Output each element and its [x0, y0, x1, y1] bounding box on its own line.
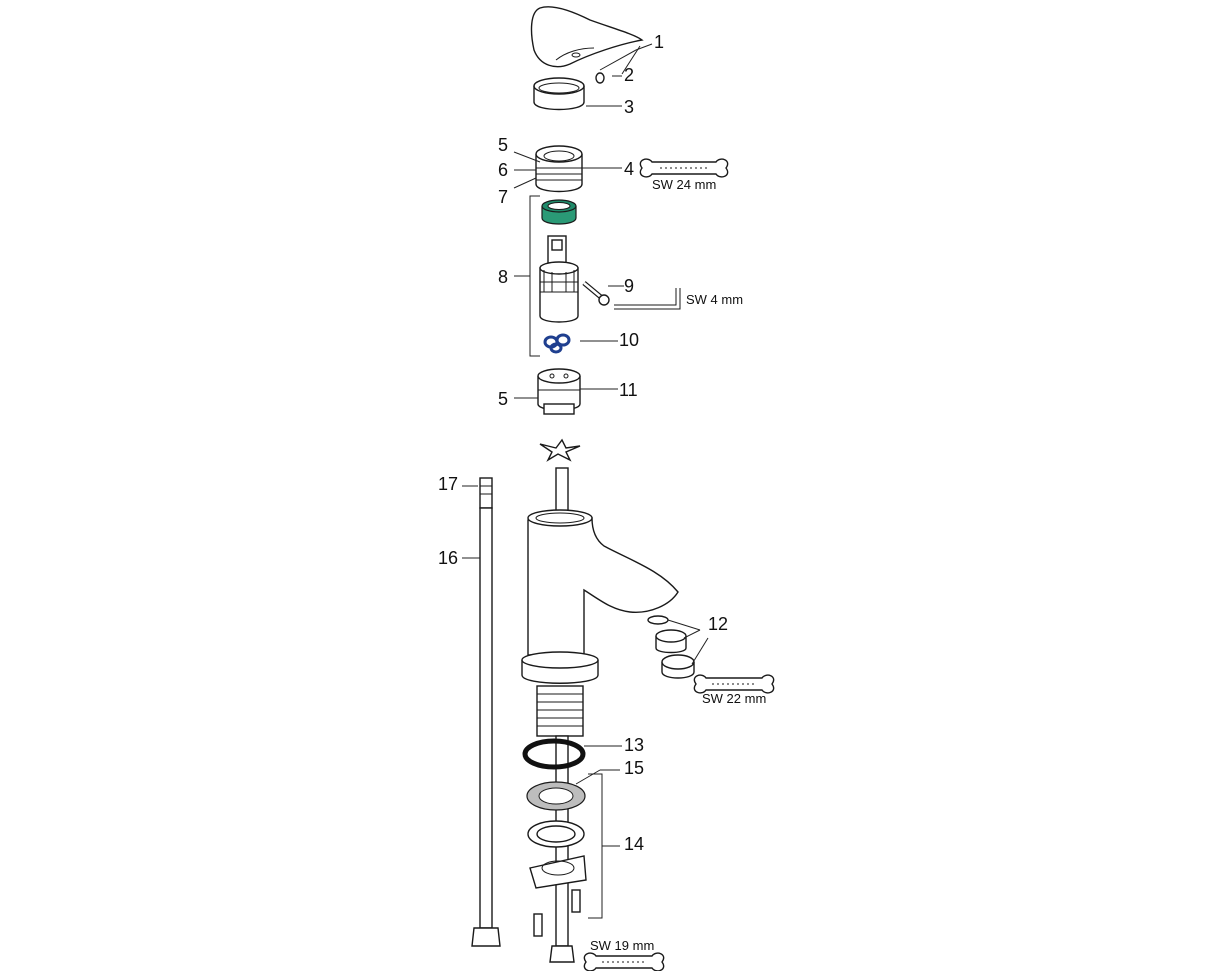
part-faucet-body [521, 467, 679, 963]
part-cartridge [539, 199, 579, 323]
part-o-rings [543, 333, 571, 354]
callout-9: 9 [624, 276, 634, 296]
part-fixing-set [526, 781, 587, 937]
part-valve-insert [537, 368, 581, 415]
callout-10: 10 [619, 330, 639, 350]
callout-13: 13 [624, 735, 644, 755]
hex-key-icon [614, 288, 681, 310]
callout-11: 11 [619, 380, 638, 400]
part-gasket [522, 738, 586, 770]
callout-17: 17 [438, 474, 458, 494]
callout-6: 6 [498, 160, 508, 180]
callout-3: 3 [624, 97, 634, 117]
wrench-19-icon [583, 952, 665, 972]
tool-labels: SW 24 mm SW 4 mm SW 22 mm SW 19 mm [590, 177, 766, 953]
part-bonnet-nut [535, 145, 583, 193]
leader-lines [462, 43, 709, 919]
part-handle-lever [530, 6, 644, 68]
callout-15: 15 [624, 758, 644, 778]
wrench-19-label: SW 19 mm [590, 938, 654, 953]
part-grub-screw [595, 72, 605, 84]
callout-16: 16 [438, 548, 458, 568]
wrench-24-label: SW 24 mm [652, 177, 716, 192]
wrench-22-label: SW 22 mm [702, 691, 766, 706]
callout-12: 12 [708, 614, 728, 634]
callout-2: 2 [624, 65, 634, 85]
part-cover-ring [533, 77, 585, 111]
hex-key-4-label: SW 4 mm [686, 292, 743, 307]
callout-5b: 5 [498, 389, 508, 409]
callout-14: 14 [624, 834, 644, 854]
callout-1: 1 [654, 32, 664, 52]
callout-5a: 5 [498, 135, 508, 155]
callout-7: 7 [498, 187, 508, 207]
part-supply-hose [471, 477, 501, 947]
part-screw [582, 281, 610, 306]
wrench-22-icon [693, 674, 775, 694]
callout-4: 4 [624, 159, 634, 179]
callout-8: 8 [498, 267, 508, 287]
part-cross-piece [539, 438, 581, 462]
part-aerator [647, 615, 695, 679]
callout-numbers: 1 2 3 4 5 6 7 8 9 10 11 5 12 13 15 14 16… [438, 32, 728, 854]
wrench-24-icon [639, 158, 729, 178]
